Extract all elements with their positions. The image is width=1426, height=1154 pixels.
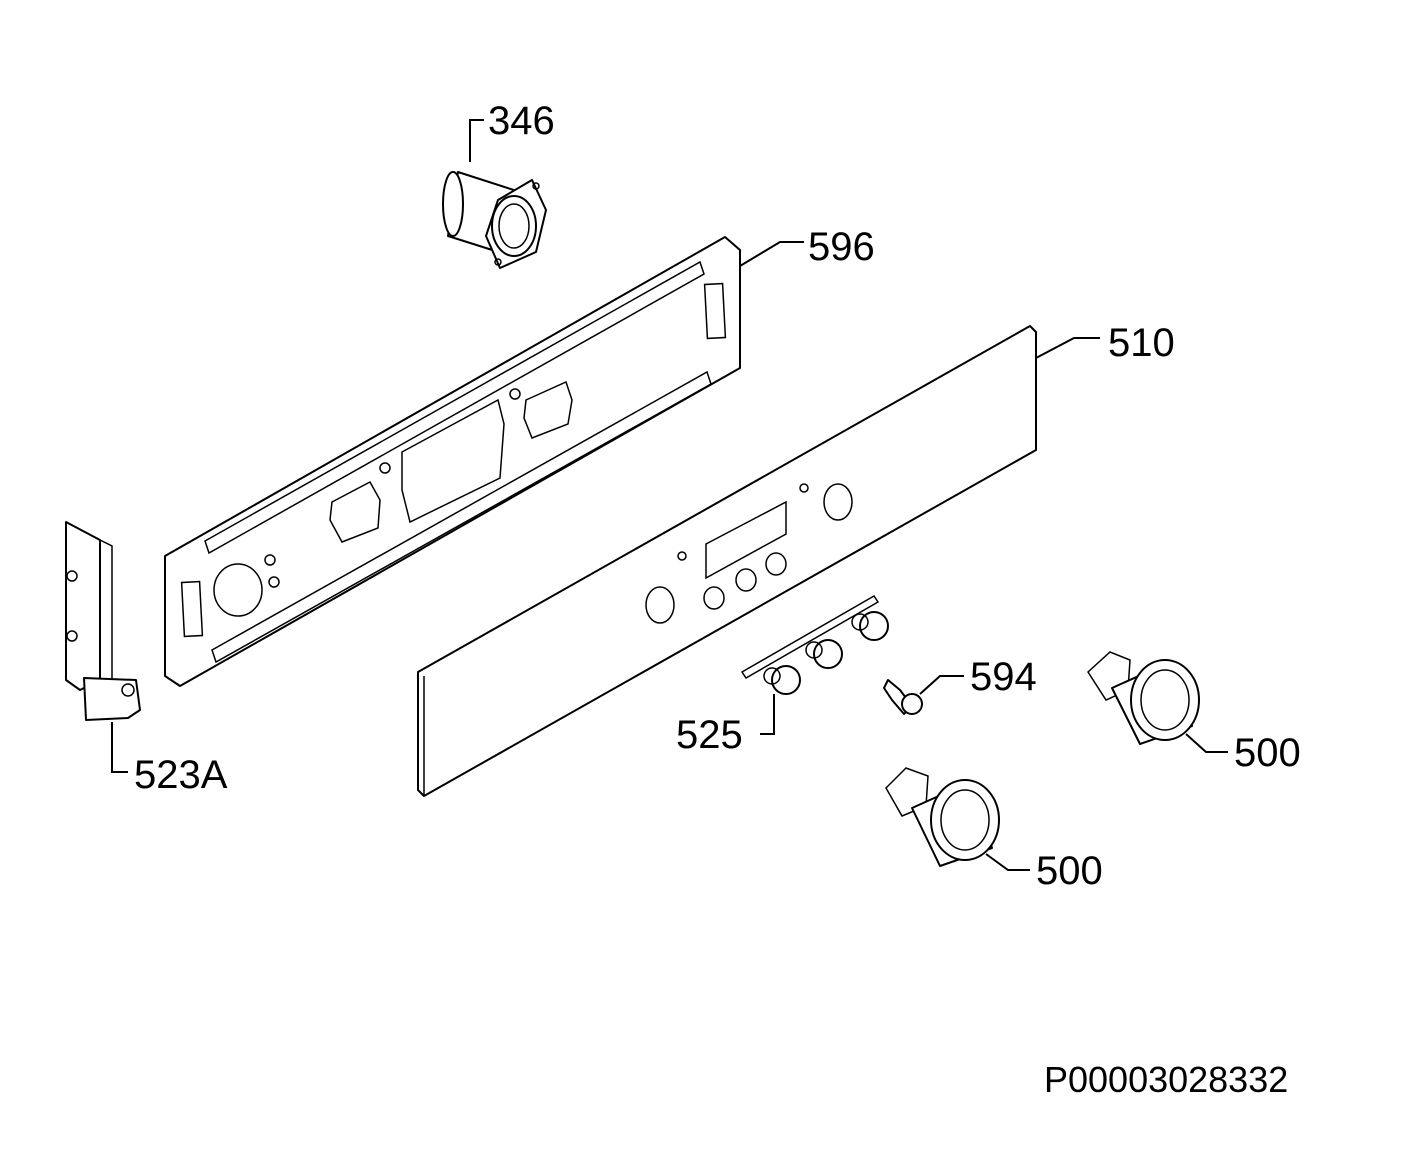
panel-hole-large bbox=[213, 563, 263, 617]
part-510 bbox=[417, 325, 1037, 797]
part-500-lower bbox=[885, 767, 1000, 867]
part-525 bbox=[740, 594, 889, 695]
part-346 bbox=[442, 171, 547, 269]
part-594 bbox=[883, 679, 923, 715]
callout-500-lower: 500 bbox=[1036, 849, 1103, 893]
leader-500-upper bbox=[1185, 733, 1228, 753]
callout-525: 525 bbox=[676, 713, 743, 757]
leader-346 bbox=[469, 119, 484, 162]
part-523A bbox=[65, 521, 141, 721]
callout-596: 596 bbox=[808, 225, 875, 269]
leader-510 bbox=[1035, 337, 1100, 359]
leader-596 bbox=[739, 241, 804, 267]
part-500-upper bbox=[1087, 651, 1200, 745]
leader-594 bbox=[919, 675, 964, 695]
leader-523A bbox=[111, 722, 128, 773]
drawing-code: P00003028332 bbox=[1044, 1059, 1288, 1100]
callout-510: 510 bbox=[1108, 321, 1175, 365]
part-596 bbox=[164, 236, 741, 687]
leader-525 bbox=[760, 694, 775, 735]
callout-346: 346 bbox=[488, 99, 555, 143]
callout-523A: 523A bbox=[134, 753, 228, 797]
callout-500-upper: 500 bbox=[1234, 731, 1301, 775]
display-window bbox=[705, 500, 787, 580]
leader-500-lower bbox=[985, 853, 1030, 871]
callout-594: 594 bbox=[970, 655, 1037, 699]
